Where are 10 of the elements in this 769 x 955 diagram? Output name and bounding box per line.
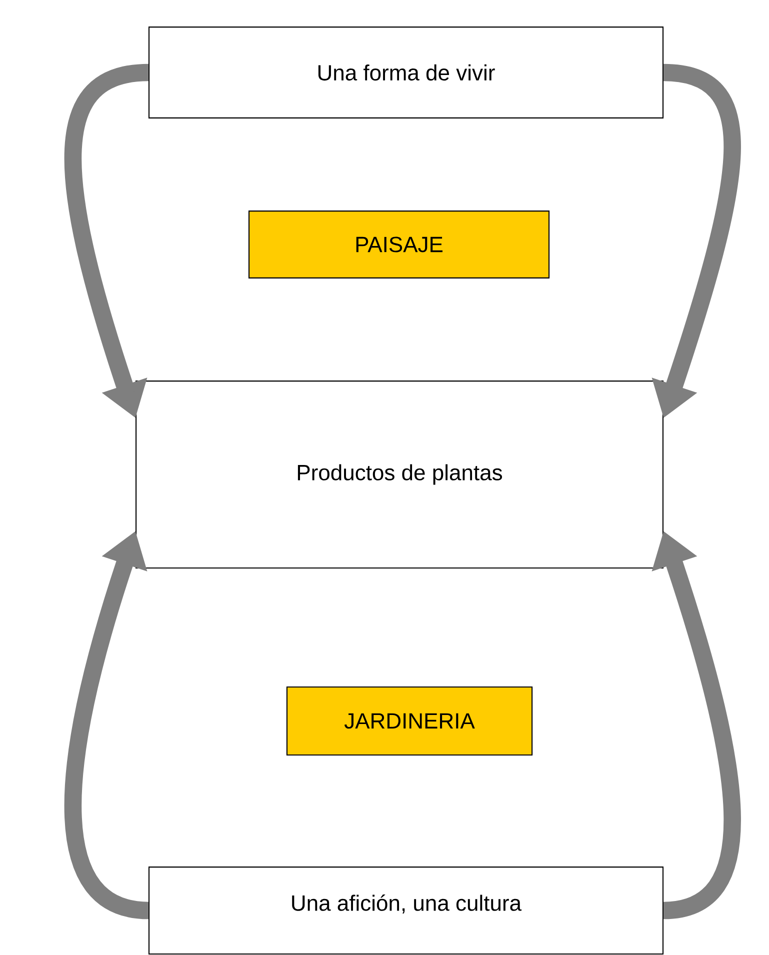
text-box bbox=[148, 866, 664, 954]
node-label: PAISAJE bbox=[356, 236, 442, 252]
node-label: Una afición, una cultura bbox=[292, 894, 522, 914]
label-box bbox=[248, 210, 550, 278]
node-label: Productos de plantas bbox=[298, 464, 502, 485]
node-label: JARDINERIA bbox=[344, 713, 475, 729]
text-box bbox=[136, 380, 664, 568]
label-box bbox=[286, 686, 533, 756]
node-label: Una forma de vivir bbox=[318, 64, 495, 81]
text-box bbox=[148, 26, 664, 118]
